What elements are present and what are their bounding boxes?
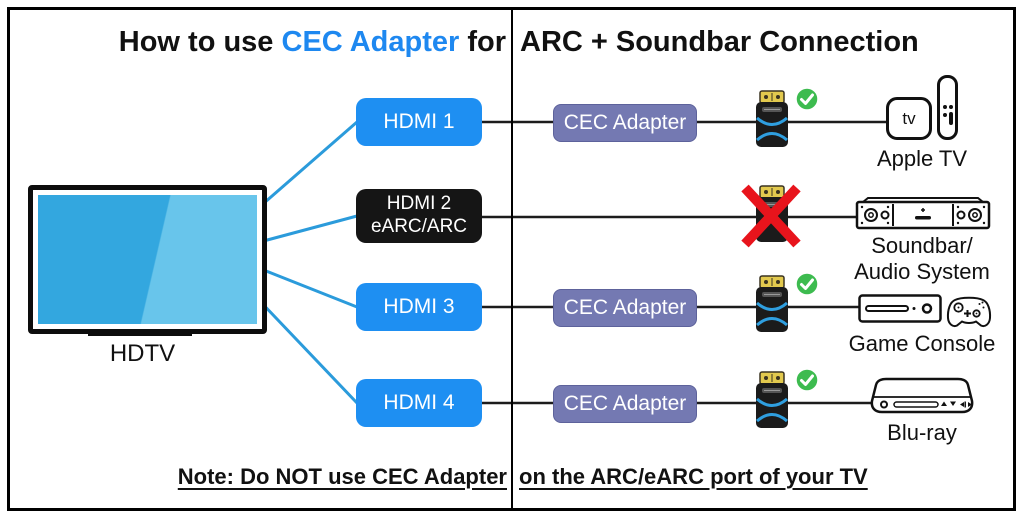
check-icon — [795, 368, 819, 392]
title-text: for — [459, 26, 506, 58]
tv-screen — [38, 195, 257, 324]
cec-adapter-box-row3: CEC Adapter — [553, 289, 697, 327]
apple-tv-icon-text: tv — [902, 108, 916, 128]
title-highlight: CEC Adapter — [281, 26, 460, 58]
cec-dongle-icon — [756, 275, 788, 332]
game-console-label: Game Console — [848, 331, 996, 356]
port-hdmi1: HDMI 1 — [356, 98, 482, 146]
port-label: HDMI 4 — [383, 391, 455, 415]
check-icon — [795, 272, 819, 296]
page-title-left: How to use CEC Adapter for — [119, 26, 506, 59]
tv-label: HDTV — [109, 340, 176, 367]
port-hdmi3: HDMI 3 — [356, 283, 482, 331]
port-hdmi2-earc: HDMI 2 eARC/ARC — [356, 189, 482, 243]
cec-dongle-icon — [756, 90, 788, 147]
hdtv-icon — [28, 185, 267, 334]
soundbar-label-line2: Audio System — [854, 259, 990, 284]
note-text-right: on the ARC/eARC port of your TV — [519, 464, 868, 489]
soundbar-label-line1: Soundbar/ — [871, 233, 973, 258]
check-icon — [795, 87, 819, 111]
note-text-left: Note: Do NOT use CEC Adapter — [177, 464, 507, 489]
port-hdmi4: HDMI 4 — [356, 379, 482, 427]
gamepad-icon — [946, 296, 992, 328]
game-console-icon — [858, 294, 942, 323]
apple-tv-icon: tv — [886, 97, 932, 140]
outer-border — [7, 7, 1016, 511]
cec-dongle-icon — [756, 371, 788, 428]
port-label: HDMI 3 — [383, 295, 455, 319]
tv-fan-lines — [254, 120, 359, 405]
tv-stand — [88, 332, 192, 336]
cec-adapter-box-row4: CEC Adapter — [553, 385, 697, 423]
port-sublabel: eARC/ARC — [370, 216, 468, 237]
title-text: How to use — [118, 26, 282, 58]
port-label: HDMI 2 — [386, 193, 452, 215]
port-label: HDMI 1 — [383, 110, 455, 134]
x-icon — [741, 184, 801, 248]
cec-adapter-box-row1: CEC Adapter — [553, 104, 697, 142]
page-title-right: ARC + Soundbar Connection — [520, 26, 919, 58]
bluray-label: Blu-ray — [887, 420, 957, 445]
column-divider-line — [511, 9, 513, 509]
apple-tv-remote-icon — [937, 75, 958, 140]
bluray-player-icon — [870, 377, 974, 414]
apple-tv-label: Apple TV — [876, 146, 968, 171]
soundbar-icon — [855, 197, 991, 230]
